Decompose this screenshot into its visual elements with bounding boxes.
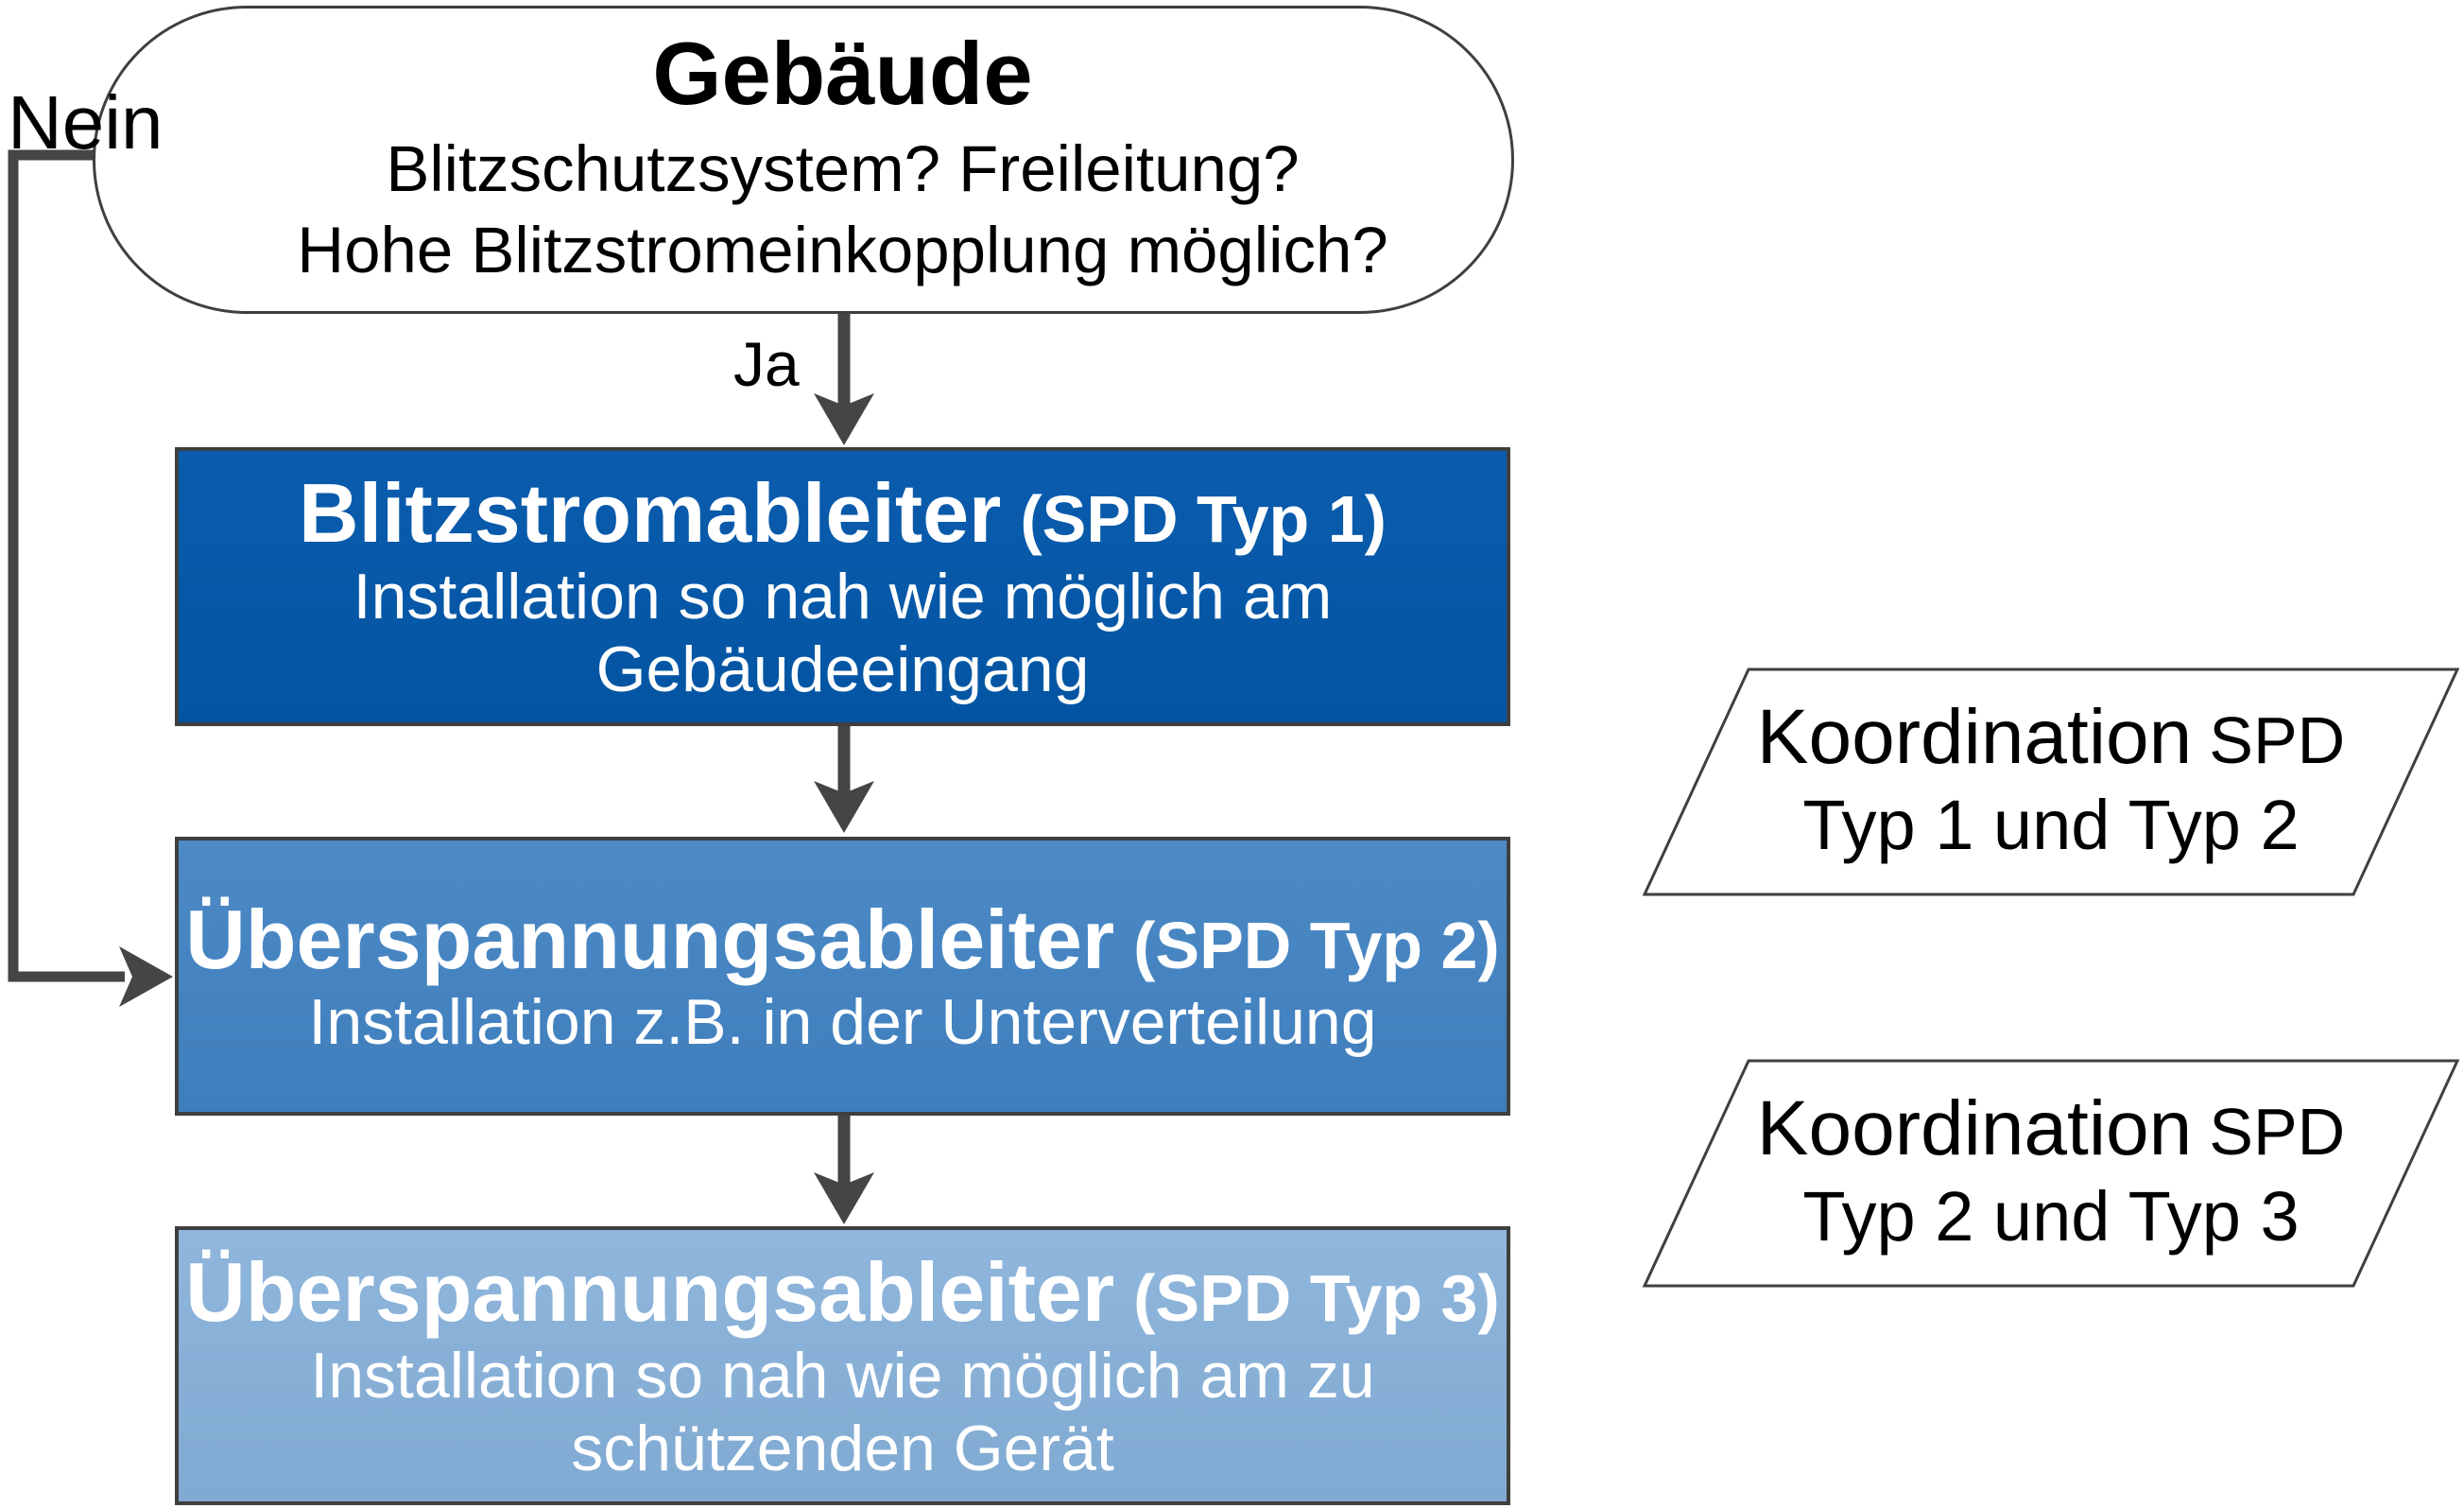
box-spd-typ1-title-main: Blitzstromableiter: [299, 466, 1002, 561]
box-spd-typ2: Überspannungsableiter(SPD Typ 2) Install…: [175, 837, 1510, 1116]
arrow-box1-box2-head: [814, 781, 874, 833]
koordination-1-line2: Typ 1 und Typ 2: [1802, 785, 2300, 864]
koordination-2-line1-suffix: SPD: [2209, 1094, 2346, 1169]
decision-node-gebaeude: [93, 6, 1514, 314]
box-spd-typ3-body-line1: Installation so nah wie möglich am zu: [310, 1339, 1375, 1412]
box-spd-typ1-title: Blitzstromableiter(SPD Typ 1): [299, 467, 1387, 561]
koordination-shape-1: [1642, 667, 2460, 896]
koordination-shape-2: [1642, 1059, 2460, 1288]
arrow-box2-box3-head: [814, 1172, 874, 1224]
koordination-1-line1-main: Koordination: [1756, 693, 2193, 780]
koordination-1-line1-suffix: SPD: [2209, 702, 2346, 777]
box-spd-typ1-title-suffix: (SPD Typ 1): [1020, 482, 1387, 557]
box-spd-typ2-title-main: Überspannungsableiter: [185, 892, 1115, 986]
decision-question-line2: Hohe Blitzstromeinkopplung möglich?: [297, 213, 1388, 286]
decision-question-line1: Blitzschutzsystem? Freileitung?: [386, 131, 1300, 205]
box-spd-typ2-title-suffix: (SPD Typ 2): [1133, 908, 1500, 982]
box-spd-typ3-title: Überspannungsableiter(SPD Typ 3): [185, 1246, 1500, 1340]
box-spd-typ1-body-line2: Gebäudeeingang: [595, 633, 1090, 705]
label-ja: Ja: [733, 329, 800, 399]
box-spd-typ1: Blitzstromableiter(SPD Typ 1) Installati…: [175, 447, 1510, 726]
decision-title: Gebäude: [652, 23, 1033, 123]
box-spd-typ2-body-line1: Installation z.B. in der Unterverteilung: [308, 986, 1377, 1059]
koordination-2-line2: Typ 2 und Typ 3: [1802, 1176, 2300, 1256]
box-spd-typ3-title-main: Überspannungsableiter: [185, 1245, 1115, 1340]
ja-arrowhead: [814, 393, 874, 445]
koordination-2-line1-main: Koordination: [1756, 1084, 2193, 1171]
box-spd-typ3-title-suffix: (SPD Typ 3): [1133, 1261, 1500, 1336]
decision-node-text: Gebäude Blitzschutzsystem? Freileitung? …: [175, 6, 1510, 314]
nein-arrowhead: [119, 946, 173, 1007]
box-spd-typ2-title: Überspannungsableiter(SPD Typ 2): [185, 893, 1500, 987]
box-spd-typ1-body-line1: Installation so nah wie möglich am: [353, 560, 1333, 633]
box-spd-typ3-body-line2: schützenden Gerät: [571, 1412, 1114, 1484]
box-spd-typ3: Überspannungsableiter(SPD Typ 3) Install…: [175, 1226, 1510, 1505]
label-nein: Nein: [8, 80, 164, 165]
